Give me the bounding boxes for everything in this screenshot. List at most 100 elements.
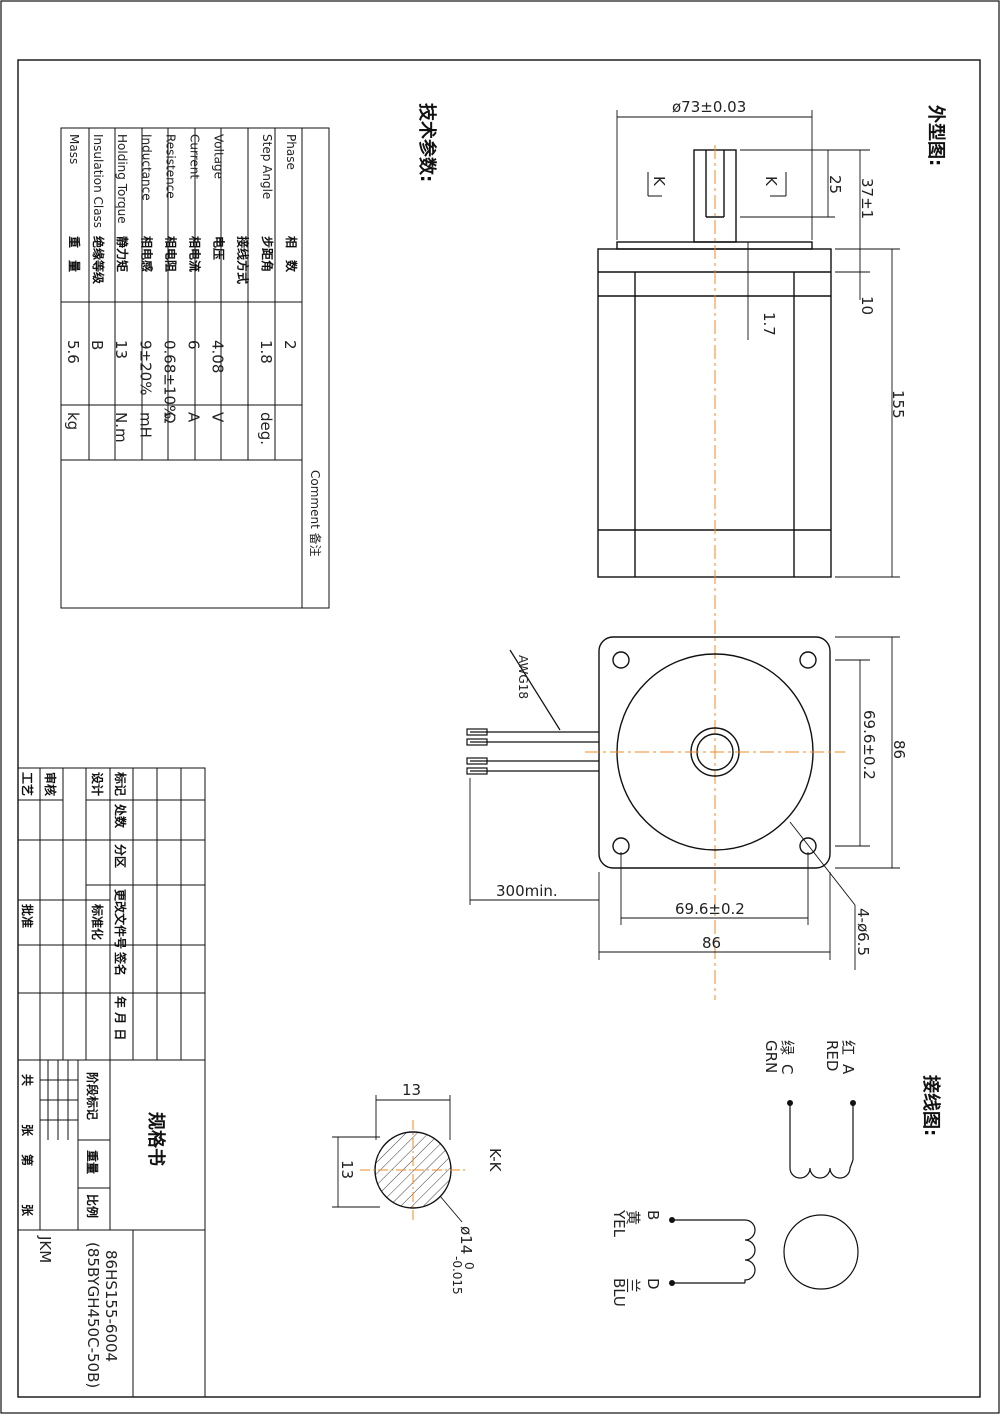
svg-text:Ω: Ω <box>160 412 178 423</box>
spec-row-6-cn: 相电感 <box>139 236 154 272</box>
dim-diameter-73 <box>616 110 813 240</box>
svg-text:GRN: GRN <box>762 1040 780 1073</box>
tb-spec-title: 规格书 <box>145 1112 167 1166</box>
spec-row-9-cn: 重 量 <box>67 236 82 272</box>
svg-text:B: B <box>644 1210 662 1220</box>
svg-text:Holding Torque: Holding Torque <box>115 134 129 224</box>
svg-text:mH: mH <box>136 412 154 438</box>
svg-text:ø14: ø14 <box>457 1226 475 1254</box>
svg-text:Resistence: Resistence <box>163 134 177 199</box>
spec-row-2-cn: 接线方式 <box>236 236 251 284</box>
tb-rev-header-1: 处数 <box>113 803 128 829</box>
dim-holes-label: 4-ø6.5 <box>854 908 872 956</box>
shaft-width-label: 13 <box>402 1081 421 1099</box>
svg-text:86HS155-6004: 86HS155-6004 <box>102 1250 120 1362</box>
svg-text:绿: 绿 <box>778 1040 796 1055</box>
spec-row-9-value: 5.6 <box>64 340 82 364</box>
svg-text:5.6: 5.6 <box>64 340 82 364</box>
svg-text:工艺: 工艺 <box>20 772 35 796</box>
dim-10-label: 10 <box>858 296 876 315</box>
spec-row-1-cn: 步距角 <box>260 236 275 272</box>
svg-text:BLU: BLU <box>610 1278 628 1307</box>
tb-approve: 批准 <box>20 904 35 928</box>
svg-text:Step Angle: Step Angle <box>260 134 274 199</box>
svg-text:Voltage: Voltage <box>212 134 226 179</box>
tb-sheet-3: 张 <box>20 1204 35 1217</box>
section-k-right: K <box>762 176 780 187</box>
wiring-terminals <box>669 1100 856 1286</box>
dim-86-horizontal-label: 86 <box>702 934 721 952</box>
motor-leads <box>466 649 599 775</box>
tech-heading: 技术参数: <box>416 103 438 182</box>
svg-text:155: 155 <box>889 390 907 419</box>
svg-text:红: 红 <box>839 1040 857 1055</box>
svg-text:Current: Current <box>188 134 202 179</box>
spec-row-4-value: 6 <box>185 340 203 350</box>
svg-text:规格书: 规格书 <box>145 1112 167 1166</box>
svg-text:K-K: K-K <box>486 1148 504 1173</box>
tb-brand: JKM <box>36 1235 54 1263</box>
svg-text:2: 2 <box>281 340 299 350</box>
svg-text:外型图:: 外型图: <box>925 105 947 166</box>
dim-86-vertical-label: 86 <box>890 740 908 759</box>
spec-row-9-unit: kg <box>64 412 82 430</box>
svg-text:D: D <box>644 1278 662 1290</box>
svg-text:0: 0 <box>462 1262 476 1270</box>
spec-row-5-en: Resistence <box>163 134 177 199</box>
svg-text:绝缘等级: 绝缘等级 <box>91 236 106 284</box>
section-marker-left <box>647 172 662 197</box>
svg-text:阶段标记: 阶段标记 <box>85 1072 100 1120</box>
svg-text:相电流: 相电流 <box>188 236 203 272</box>
spec-row-4-cn: 相电流 <box>188 236 203 272</box>
tb-rev-header-3: 更改文件号 <box>113 889 128 949</box>
spec-row-7-cn: 静力矩 <box>115 236 130 272</box>
wire-d-label: D 兰 BLU <box>610 1278 662 1307</box>
tb-standard: 标准化 <box>90 903 105 940</box>
svg-text:6: 6 <box>185 340 203 350</box>
svg-text:相电阻: 相电阻 <box>163 236 178 272</box>
svg-text:4.08: 4.08 <box>209 340 227 373</box>
spec-row-3-value: 4.08 <box>209 340 227 373</box>
svg-text:张: 张 <box>20 1124 35 1137</box>
svg-text:第: 第 <box>20 1154 35 1166</box>
svg-text:相 数: 相 数 <box>284 236 299 273</box>
svg-text:deg.: deg. <box>257 412 275 445</box>
dim-37-label: 37±1 <box>858 178 876 219</box>
svg-text:13: 13 <box>338 1160 356 1179</box>
wire-b-label: B 黄 YEL <box>610 1209 662 1238</box>
dim-shaft-lengths <box>740 149 870 340</box>
spec-row-3-cn: 电压 <box>212 236 227 260</box>
spec-row-1-unit: deg. <box>257 412 275 445</box>
spec-row-8-cn: 绝缘等级 <box>91 236 106 284</box>
tb-rev-header-4: 签名 <box>113 951 128 976</box>
svg-text:相电感: 相电感 <box>139 236 154 272</box>
dim-73-label: ø73±0.03 <box>672 98 746 116</box>
svg-text:13: 13 <box>112 340 130 359</box>
svg-text:69.6±0.2: 69.6±0.2 <box>860 710 878 780</box>
svg-text:比例: 比例 <box>85 1194 100 1218</box>
svg-text:重量: 重量 <box>85 1150 100 1174</box>
shaft-diameter-label: ø14 0 -0.015 <box>450 1226 476 1295</box>
title-block <box>17 767 206 1398</box>
svg-text:C: C <box>778 1064 796 1074</box>
spec-row-0-en: Phase <box>284 134 298 170</box>
comment-label: Comment 备注 <box>308 470 323 557</box>
spec-row-5-cn: 相电阻 <box>163 236 178 272</box>
outline-heading: 外型图: <box>925 105 947 166</box>
svg-text:Insulation Class: Insulation Class <box>91 134 105 228</box>
svg-text:重 量: 重 量 <box>67 236 82 272</box>
spec-row-8-en: Insulation Class <box>91 134 105 228</box>
spec-row-1-value: 1.8 <box>257 340 275 364</box>
spec-rows: Phase 相 数 2 Step Angle 步距角 1.8 deg. 接线方式 Voltage… <box>64 134 299 445</box>
shaft-section <box>332 1095 465 1223</box>
svg-text:V: V <box>209 412 227 423</box>
svg-text:9±20%: 9±20% <box>136 340 154 395</box>
svg-text:接线图:: 接线图: <box>920 1075 942 1136</box>
spec-row-7-unit: N.m <box>112 412 130 443</box>
svg-text:分区: 分区 <box>113 844 128 868</box>
svg-text:接线方式: 接线方式 <box>236 236 251 284</box>
svg-text:处数: 处数 <box>113 803 128 829</box>
